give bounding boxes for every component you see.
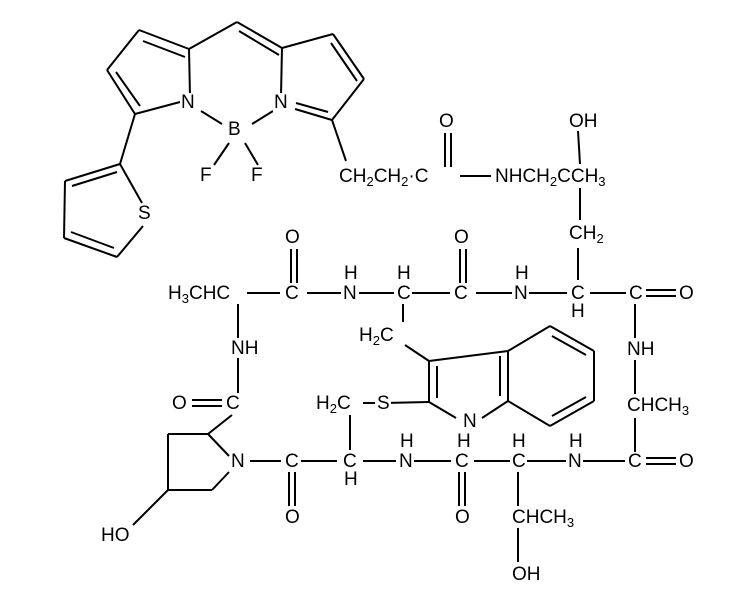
thr-hydroxyl: OH (511, 564, 542, 585)
leu-carbonyl-oxygen: O (678, 283, 695, 304)
amide-h-4: H (568, 431, 584, 452)
ala2-nh: NH (626, 339, 656, 360)
ala1-nh: NH (230, 338, 260, 359)
bodipy-nitrogen-2: N (273, 92, 289, 113)
thr-side-chchch3: CHCH3 (511, 507, 576, 530)
linker-ch2ch2: CH2CH2·C (338, 166, 430, 189)
hyp-nitrogen: N (230, 451, 246, 472)
leu-alpha-h: H (570, 301, 586, 322)
amide-h-1: H (343, 263, 359, 284)
linker-hydroxyl: OH (568, 111, 599, 132)
trp-alpha-h: H (396, 263, 412, 284)
ala1-carbonyl-oxygen: O (284, 227, 301, 248)
trp-carbonyl-carbon: C (453, 283, 469, 304)
bodipy-nitrogen-1: N (180, 92, 196, 113)
trp-carbonyl-oxygen: O (453, 227, 470, 248)
ala2-carbonyl-oxygen: O (678, 451, 695, 472)
hyp-hydroxyl: HO (100, 525, 131, 546)
boron-atom: B (227, 119, 242, 140)
indole-nitrogen: N (462, 411, 478, 432)
amide-h-3: H (399, 431, 415, 452)
amide-n-3: N (398, 451, 414, 472)
thioether-sulfur: S (376, 393, 391, 414)
amide-n-4: N (567, 451, 583, 472)
leu-alpha-c: C (570, 283, 586, 304)
ala2-carbonyl-carbon: C (627, 451, 643, 472)
trp-alpha-c: C (396, 283, 412, 304)
linker-nhch2cch3: NHCH2CCH3 (494, 166, 607, 189)
trp-ch2: H2C (358, 325, 395, 348)
indole-nh-h: H (456, 431, 472, 452)
side-chain-ch2: CH2 (568, 223, 605, 246)
hyp-carbonyl-oxygen: O (171, 393, 188, 414)
ala2-chch3: CHCH3 (626, 395, 691, 418)
leu-carbonyl-carbon: C (628, 283, 644, 304)
cys-ch2: H2C (315, 393, 352, 416)
cys-alpha-c: C (342, 451, 358, 472)
cys-carbonyl-carbon: C (284, 451, 300, 472)
fluorine-2: F (250, 165, 264, 186)
thr-carbonyl-oxygen: O (454, 507, 471, 528)
hyp-carbonyl-carbon: C (225, 393, 241, 414)
thr-carbonyl-carbon: C (454, 451, 470, 472)
amide-n-2: N (513, 283, 529, 304)
thiophene-sulfur: S (137, 203, 152, 224)
cys-alpha-h: H (343, 469, 359, 490)
fluorine-1: F (199, 165, 213, 186)
thr-alpha-c: C (511, 451, 527, 472)
linker-carbonyl-oxygen: O (438, 111, 455, 132)
thr-alpha-h: H (511, 431, 527, 452)
ala1-h3chc: H3CHC (167, 283, 232, 306)
ala1-carbonyl-carbon: C (284, 283, 300, 304)
amide-h-2: H (514, 263, 530, 284)
cys-carbonyl-oxygen: O (284, 507, 301, 528)
amide-n-1: N (342, 283, 358, 304)
